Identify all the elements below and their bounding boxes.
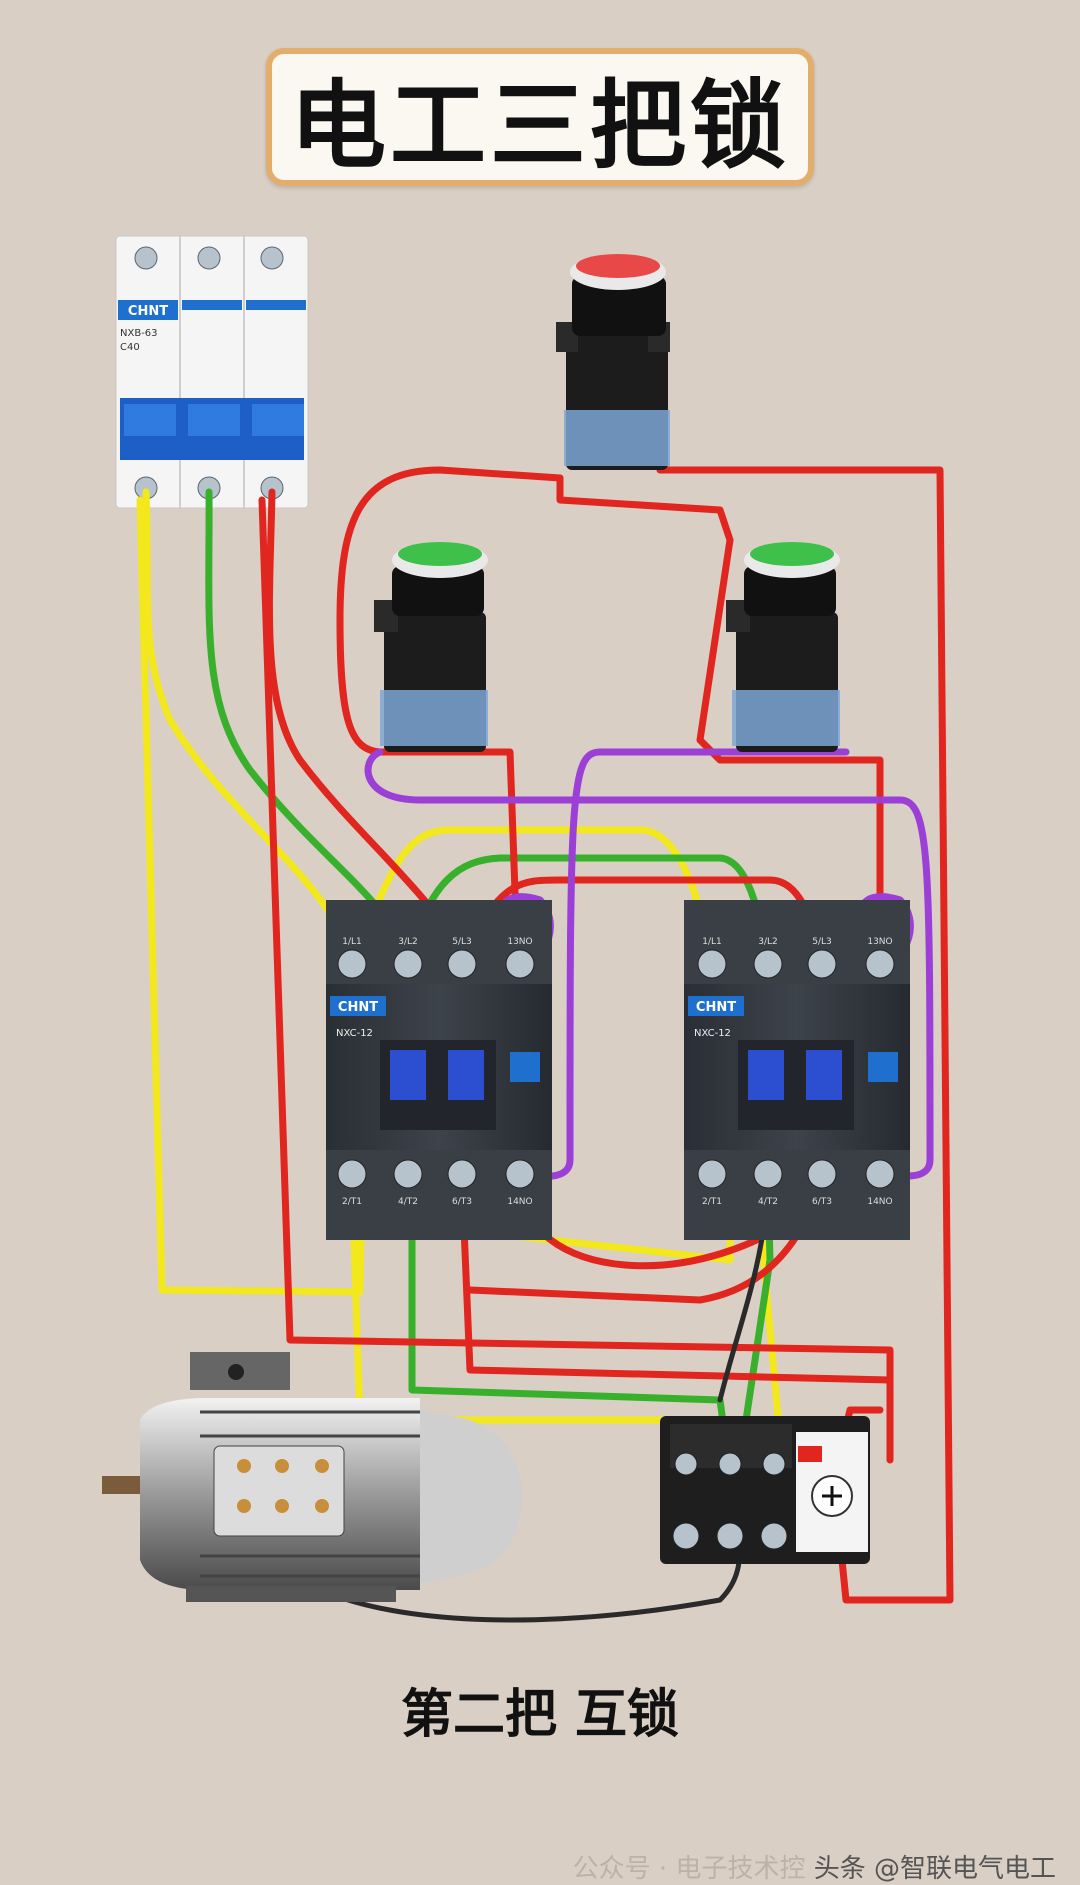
terminal-label: 2/T1 [702,1197,722,1207]
title-box: 电工三把锁 [266,48,814,186]
terminal-label: 4/T2 [398,1197,418,1207]
terminal-label: 2/T1 [342,1197,362,1207]
contactor-brand: CHNT [696,1000,736,1015]
contactor-right: 1/L1 3/L2 5/L3 13NO CHNT NXC-12 2/T1 4/T… [684,900,910,1240]
wire-purple [364,748,934,1180]
breaker-rating: C40 [120,342,140,353]
watermark-main: 头条 @智联电气电工 [813,1854,1056,1884]
terminal-label: 1/L1 [342,937,362,947]
motor [102,1352,522,1602]
breaker-model: NXB-63 [120,328,158,339]
wire-red [656,466,954,1604]
terminal-label: 5/L3 [452,937,472,947]
terminal-label: 14NO [507,1197,532,1207]
start-button-left[interactable] [374,542,488,752]
wire-red [458,1176,894,1384]
watermark-faint: 公众号 · 电子技术控 [572,1854,806,1884]
watermark: 公众号 · 电子技术控 头条 @智联电气电工 [573,1848,1056,1885]
wire-yellow [142,488,356,964]
terminal-label: 5/L3 [812,937,832,947]
contactor-brand: CHNT [338,1000,378,1015]
circuit-breaker: CHNT NXB-63 C40 [115,235,309,509]
wire-red [336,466,564,924]
caption: 第二把 互锁 [400,1685,680,1745]
start-button-right[interactable] [726,542,840,752]
wire-red [556,474,884,924]
page-title: 电工三把锁 [290,69,790,182]
terminal-label: 3/L2 [398,937,418,947]
contactor-model: NXC-12 [694,1028,731,1039]
breaker-brand: CHNT [128,304,168,319]
wire-red [258,496,894,1464]
terminal-label: 13NO [867,937,892,947]
stop-button[interactable] [556,254,670,470]
terminal-label: 13NO [507,937,532,947]
screw-icon [134,246,284,270]
terminal-label: 1/L1 [702,937,722,947]
contactor-left: 1/L1 3/L2 5/L3 13NO CHNT NXC-12 2/T1 4/T… [326,900,552,1240]
terminal-label: 4/T2 [758,1197,778,1207]
wire-purple [516,748,850,1180]
contactor-model: NXC-12 [336,1028,373,1039]
terminal-label: 6/T3 [452,1197,472,1207]
terminal-label: 3/L2 [758,937,778,947]
thermal-overload-relay [660,1416,870,1564]
terminal-label: 6/T3 [812,1197,832,1207]
terminal-label: 14NO [867,1197,892,1207]
